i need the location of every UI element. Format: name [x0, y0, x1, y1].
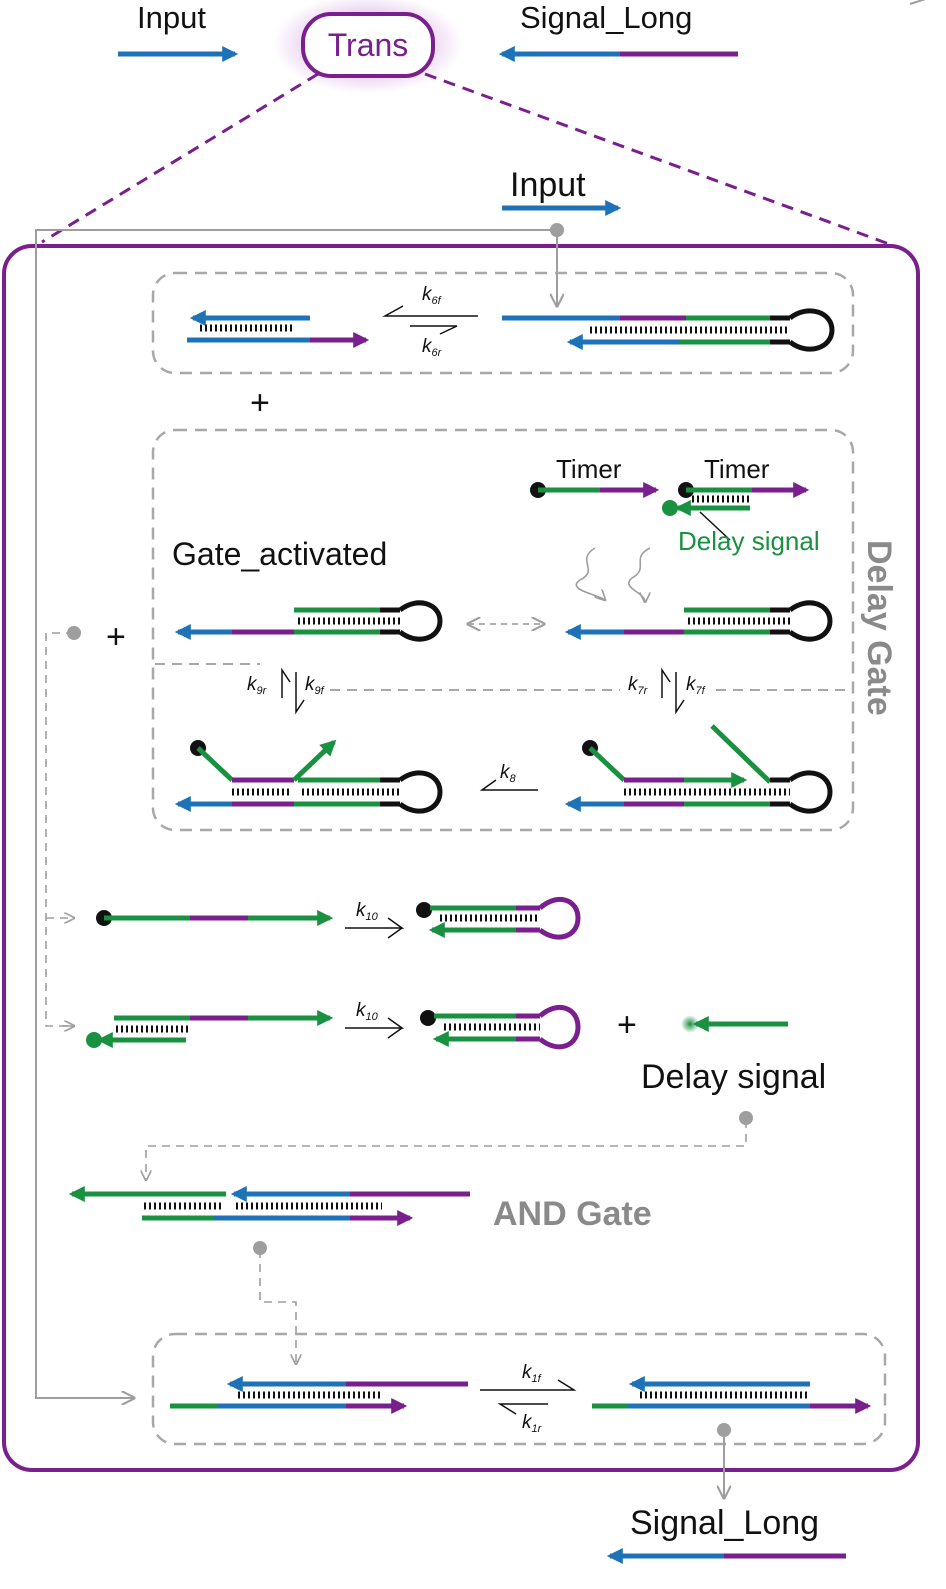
reaction-1-box: k1f k1r: [151, 1332, 887, 1446]
bottom-signal-long-label: Signal_Long: [630, 1504, 819, 1542]
k7f-label: k7f: [686, 674, 706, 697]
bl-green-arm: [292, 739, 337, 782]
header-input-label: Input: [137, 0, 206, 35]
squiggle-1: [575, 547, 605, 600]
trans-module: Trans: [273, 0, 463, 94]
input-routing: [35, 223, 564, 1398]
delay-route-line: [146, 1120, 747, 1180]
reaction-6-box: k6f k6r: [151, 271, 855, 375]
r1-reverse-arrow: [497, 1403, 548, 1415]
header: Input Trans Signal_Long: [118, 0, 926, 94]
gate-activated-label: Gate_activated: [172, 536, 387, 572]
input-route-dot: [550, 223, 564, 237]
plus-sign-1: +: [250, 384, 270, 422]
output-route-dot: [717, 1423, 731, 1437]
r6-k6r: k6r: [422, 336, 443, 359]
k7r-label: k7r: [628, 674, 649, 697]
timer-label-2: Timer: [704, 454, 770, 484]
k8-label: k8: [500, 762, 517, 785]
reaction-6-frame: [151, 271, 855, 375]
br-green-tail: [588, 746, 626, 782]
trans-module-box: [2, 244, 920, 1472]
delay-route-dot: [739, 1111, 753, 1125]
gate-activated-route-dot: [67, 626, 81, 640]
br-displaced-arm: [710, 724, 772, 784]
plus-sign-3: +: [617, 1006, 637, 1044]
trans-label: Trans: [328, 27, 409, 63]
and-gate: AND Gate: [68, 1185, 652, 1233]
reaction-10b: k10 + Delay signal: [86, 1000, 826, 1096]
delay-gate-box: Delay Gate Timer Timer Delay signal Gate…: [45, 428, 898, 1027]
r10a-arrow-lower: [387, 927, 403, 939]
timer-label-1: Timer: [556, 454, 622, 484]
plus-sign-2: +: [106, 618, 126, 656]
r6-forward-arrow: [410, 325, 458, 335]
k9r-arrow: [281, 667, 291, 698]
r10b-k10-label: k10: [356, 1000, 379, 1023]
delay-gate-frame: [151, 428, 855, 832]
r10b-arrow-lower: [387, 1027, 403, 1039]
r10a-product-loop: [538, 896, 581, 940]
k8-arrow: [479, 779, 538, 791]
header-signal-long-label: Signal_Long: [520, 0, 692, 35]
and-route-dot: [253, 1241, 267, 1255]
k9f-arrow: [295, 672, 305, 715]
k9r-label: k9r: [247, 674, 268, 697]
gate-activated-route: [45, 632, 74, 1027]
and-route-line: [259, 1250, 296, 1364]
br-loop: [788, 770, 833, 814]
reaction-10a: k10: [96, 896, 581, 940]
delay-gate-title: Delay Gate: [860, 540, 898, 716]
corner-mark: [909, 0, 926, 5]
bl-loop: [398, 770, 443, 814]
k7r-arrow: [661, 667, 671, 698]
zoom-line-left: [41, 72, 319, 244]
top-input-label: Input: [510, 166, 586, 204]
r10b-delay-dot: [86, 1032, 102, 1048]
delay-signal-pointer: [699, 511, 731, 541]
bl-green-tail: [196, 746, 234, 782]
r6-hairpin-loop: [788, 308, 835, 352]
delay-signal-label: Delay signal: [641, 1058, 826, 1096]
squiggle-2: [628, 547, 650, 602]
gate-right-loop: [788, 600, 833, 642]
timer-2-delay-dot: [662, 500, 678, 516]
r1-forward-arrow: [480, 1379, 577, 1391]
r1-k1f: k1f: [522, 1362, 542, 1385]
r10b-product-fluorophore: [420, 1010, 436, 1026]
r10b-product-loop: [538, 1005, 581, 1050]
zoom-line-right: [424, 72, 901, 250]
trans-box: [301, 12, 435, 78]
and-gate-label: AND Gate: [493, 1195, 652, 1233]
r1-k1r: k1r: [522, 1412, 543, 1435]
r10a-k10-label: k10: [356, 900, 379, 923]
r6-reverse-arrow: [382, 305, 478, 317]
r6-k6f: k6f: [422, 284, 442, 307]
k9f-label: k9f: [305, 674, 325, 697]
delay-signal-label-inner: Delay signal: [678, 526, 820, 556]
reaction-1-frame: [151, 1332, 887, 1446]
gate-left-loop: [398, 600, 443, 642]
input-route-line: [35, 229, 557, 1398]
r10a-product-fluorophore: [416, 902, 432, 918]
k7f-arrow: [675, 672, 685, 715]
